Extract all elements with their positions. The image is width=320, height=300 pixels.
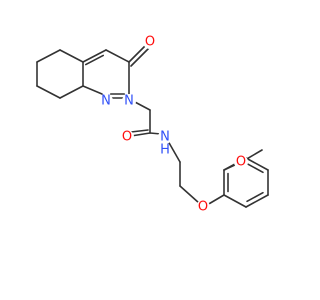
bond-ring-n1-c8a — [82, 85, 103, 95]
bond-amide-co-1 — [130, 132, 151, 137]
bond-chain-ch2-o — [179, 185, 200, 204]
atom-o-amide: O — [120, 130, 134, 145]
atom-o-methoxy: O — [234, 155, 248, 170]
atom-n-ring-b: N — [122, 94, 136, 109]
atom-n-ring-a: N — [99, 94, 113, 109]
bond-ring-fusion-c4a — [82, 49, 107, 63]
atom-label-o-amide: O — [122, 130, 132, 145]
bond-chain-n-ch2b — [167, 140, 181, 163]
bond-cyclohexane-2 — [36, 85, 61, 99]
atom-label-layer: O N N O N H O O — [99, 35, 248, 215]
bond-ketone-1 — [128, 44, 147, 63]
bond-benzene-5 — [245, 194, 269, 208]
atom-label-o-methoxy: O — [236, 155, 246, 170]
bond-ether-o-aryl — [206, 194, 225, 206]
atom-o-ether: O — [196, 200, 210, 215]
bond-ring-c4-c3 — [105, 49, 130, 63]
atom-label-o-ether: O — [198, 200, 208, 215]
atom-label-o-ketone: O — [145, 35, 155, 50]
bond-ketone-2 — [130, 47, 150, 67]
atom-label-n-amide: N — [160, 130, 170, 145]
bond-layer — [36, 44, 269, 208]
bond-ring-double-c4a — [84, 54, 105, 66]
bond-cyclohexane-3 — [59, 85, 84, 99]
atom-n-amide: N H — [158, 130, 172, 158]
atom-o-ketone: O — [143, 35, 157, 50]
bond-methoxy-o-ch3 — [244, 149, 263, 161]
bond-amide-co-2 — [130, 129, 149, 133]
bond-cyclohexane-5 — [59, 49, 84, 63]
atom-label-n-ring-b: N — [124, 94, 134, 109]
bond-cyclohexane-6 — [36, 49, 61, 63]
bond-benzene-double-2 — [246, 162, 264, 174]
bond-benzene-3 — [245, 157, 269, 171]
molecule-structure-drawing: O N N O N H O O — [36, 35, 269, 215]
bond-benzene-double-3 — [246, 191, 264, 203]
atom-label-h-amide: H — [160, 143, 170, 158]
atom-label-n-ring-a: N — [101, 94, 111, 109]
bond-benzene-6 — [223, 194, 247, 208]
